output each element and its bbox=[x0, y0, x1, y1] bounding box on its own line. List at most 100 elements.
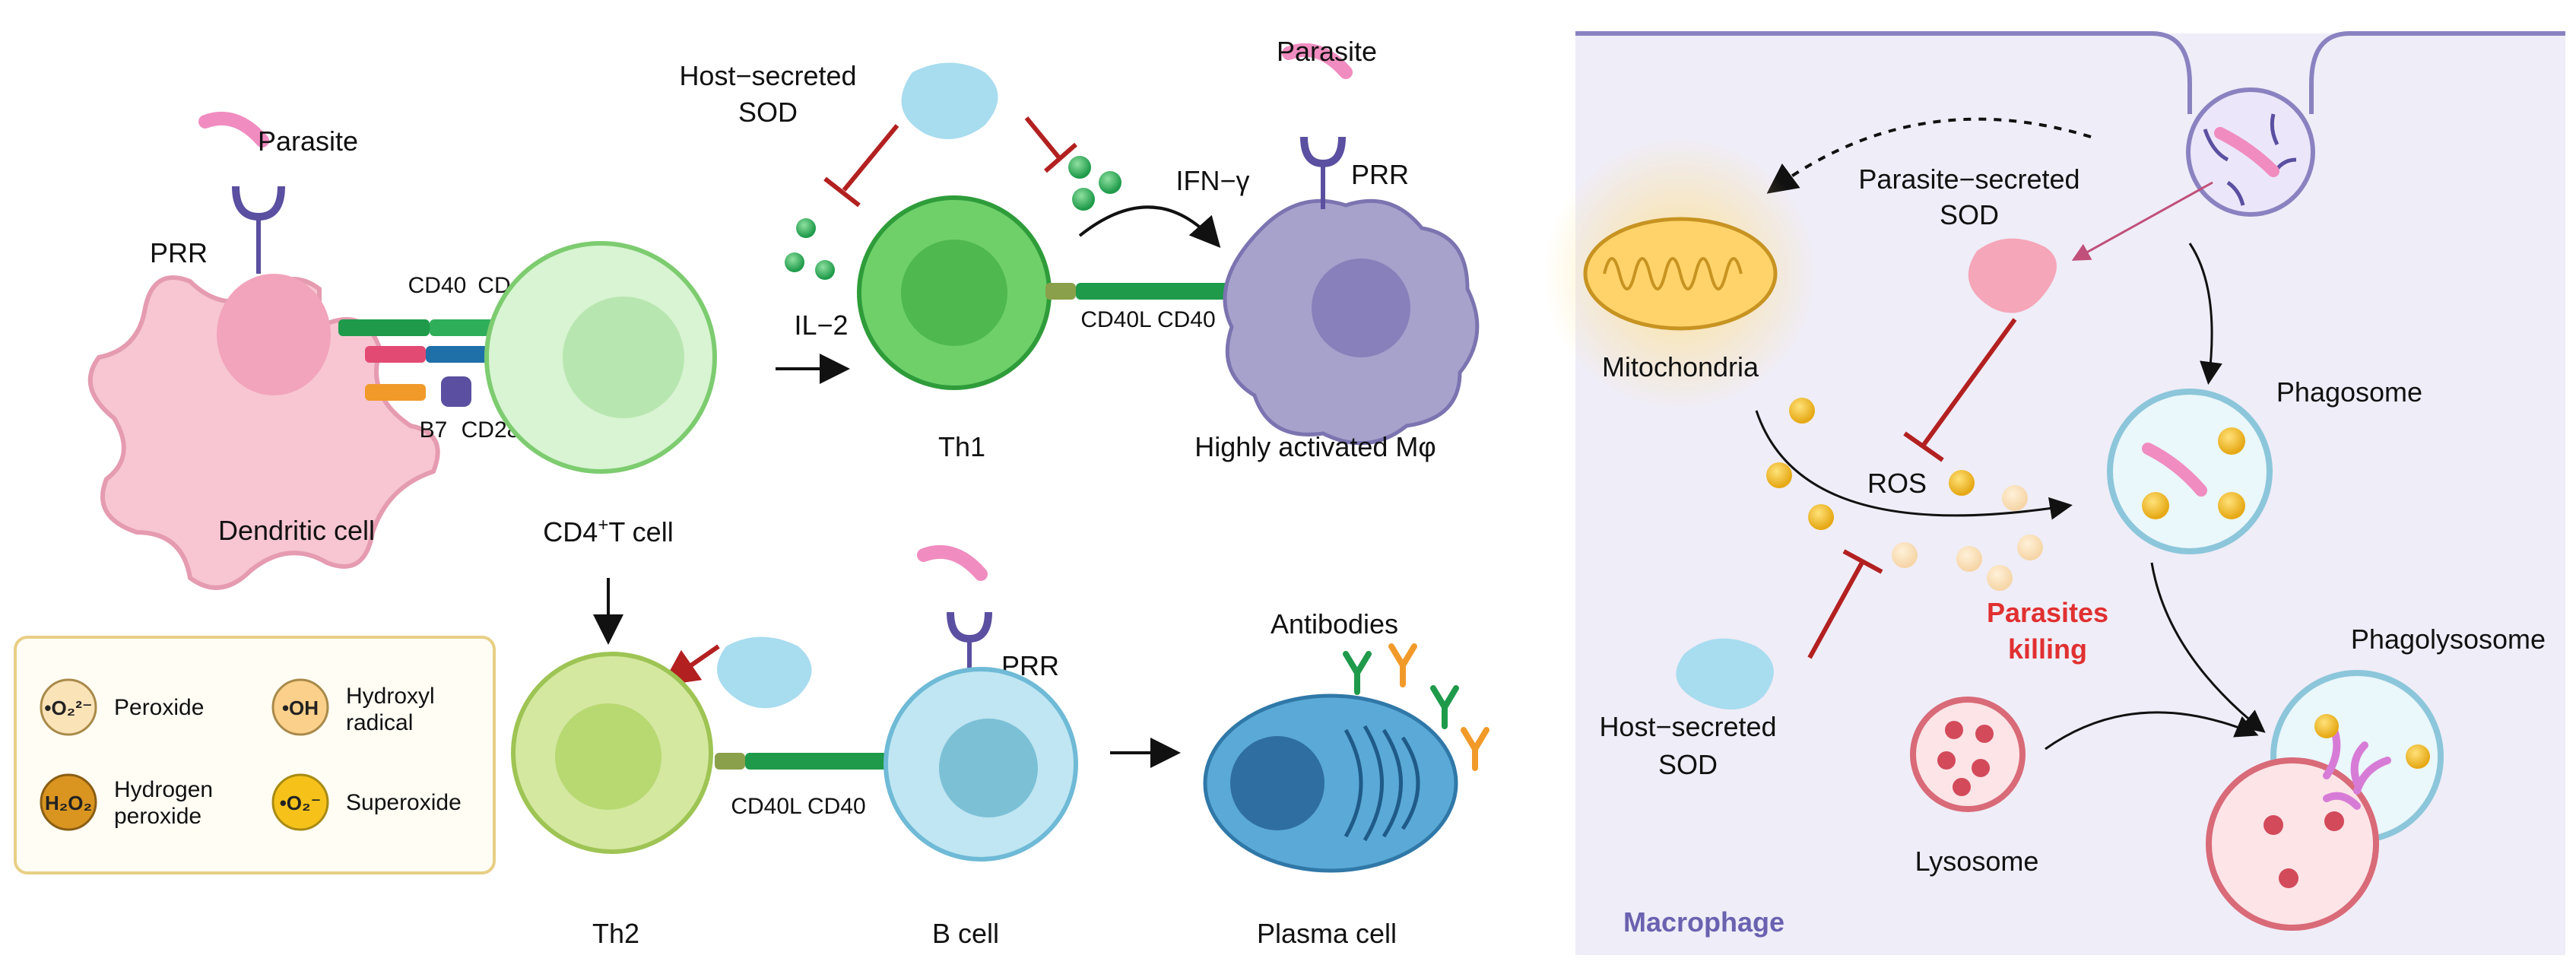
prr-top-label: PRR bbox=[1351, 159, 1409, 190]
macrophage-panel: Parasite−secreted SOD Mitochondria ROS P… bbox=[1543, 31, 2565, 955]
th2-label: Th2 bbox=[592, 918, 639, 949]
bcell-label: B cell bbox=[932, 918, 999, 949]
plasma-label: Plasma cell bbox=[1257, 918, 1397, 949]
ifn-arrow bbox=[1078, 205, 1221, 248]
ros-dot bbox=[1949, 470, 1975, 496]
dendritic-cell-group: Parasite PRR CD40 CD40L B7 CD28 Dendriti… bbox=[87, 111, 549, 590]
host-sod-blob-right bbox=[1676, 638, 1774, 709]
cd40l-cd40-top-label: CD40L CD40 bbox=[1080, 307, 1215, 332]
arrow-lysosome-to-phagolysosome bbox=[2045, 711, 2259, 751]
mitochondria-label: Mitochondria bbox=[1602, 351, 1759, 382]
svg-text:•O₂²⁻: •O₂²⁻ bbox=[44, 697, 92, 719]
activated-macrophage-group: Parasite PRR Highly activated Mφ bbox=[1194, 36, 1480, 462]
svg-text:peroxide: peroxide bbox=[114, 804, 201, 829]
parasite-sod-blob bbox=[1968, 238, 2057, 313]
th1-group: Th1 CD40L CD40 IFN−γ bbox=[857, 165, 1251, 462]
ros-dot bbox=[1789, 398, 1815, 424]
killing-line1: Parasites bbox=[1987, 597, 2108, 628]
ifn-label: IFN−γ bbox=[1175, 165, 1249, 196]
b7-label: B7 bbox=[420, 417, 448, 443]
host-sod-top-group: Host−secreted SOD IL−2 bbox=[679, 60, 1121, 341]
hydroxyl-icon bbox=[271, 678, 329, 736]
antibody-icon bbox=[1343, 651, 1372, 695]
svg-text:Hydrogen: Hydrogen bbox=[114, 777, 213, 802]
th1-label: Th1 bbox=[938, 431, 985, 462]
parasite-sod-line2: SOD bbox=[1940, 199, 1999, 230]
prr-dc bbox=[232, 186, 285, 221]
ros-dot bbox=[2017, 535, 2043, 560]
inhibit-th1-left bbox=[842, 124, 899, 192]
plasma-er bbox=[1344, 725, 1420, 842]
vesicle-receptors bbox=[2203, 113, 2297, 206]
peroxide-icon bbox=[40, 678, 97, 736]
plasma-nucleus bbox=[1230, 736, 1324, 830]
host-sod-top-line1: Host−secreted bbox=[679, 60, 856, 91]
svg-text:H₂O₂: H₂O₂ bbox=[45, 792, 92, 814]
bcell-nucleus bbox=[939, 719, 1038, 817]
th2-nucleus bbox=[555, 703, 661, 810]
vesicle-parasite bbox=[2214, 127, 2279, 177]
th1-nucleus bbox=[901, 240, 1007, 346]
superoxide-icon bbox=[271, 773, 329, 831]
sod-arrow-to-th2 bbox=[661, 644, 720, 686]
pink-arrow bbox=[2071, 181, 2213, 261]
dendritic-nucleus bbox=[217, 274, 331, 395]
phagolysosome-label: Phagolysosome bbox=[2351, 624, 2546, 655]
th2-group: Th2 CD40L CD40 bbox=[511, 636, 897, 949]
mitochondria-cristae bbox=[1603, 257, 1743, 290]
parasite-top-label: Parasite bbox=[1277, 36, 1377, 67]
inhibit-th1-right bbox=[1024, 116, 1063, 161]
ros-label: ROS bbox=[1867, 468, 1927, 499]
b7-receptor bbox=[365, 384, 426, 401]
ros-dot bbox=[1987, 565, 2013, 591]
parasite-bcell bbox=[917, 544, 988, 581]
hydrogen-peroxide-icon bbox=[40, 773, 97, 831]
svg-text:Hydroxyl: Hydroxyl bbox=[346, 684, 435, 709]
ros-dot bbox=[1766, 462, 1792, 488]
cd40-receptor bbox=[338, 319, 430, 336]
antibody-icon bbox=[1388, 643, 1417, 687]
plasma-cell-group: Plasma cell Antibodies bbox=[1203, 608, 1489, 949]
arrow-to-phagosome bbox=[2188, 243, 2222, 385]
host-sod-right-line1: Host−secreted bbox=[1599, 711, 1776, 742]
degraded-parasite bbox=[2323, 726, 2391, 810]
host-sod-inhibit-right bbox=[1807, 560, 1865, 659]
macrophage-left-label: Highly activated Mφ bbox=[1194, 431, 1436, 462]
svg-text:•OH: •OH bbox=[282, 697, 319, 719]
parasite-sod-line1: Parasite−secreted bbox=[1858, 163, 2080, 195]
cd4-nucleus bbox=[563, 297, 684, 418]
ros-dot bbox=[1892, 542, 1918, 568]
dendritic-cell bbox=[87, 275, 440, 590]
dashed-arrow-to-mitochondria bbox=[1766, 117, 2092, 194]
macrophage-label: Macrophage bbox=[1623, 906, 1784, 938]
dendritic-label: Dendritic cell bbox=[218, 515, 375, 546]
macrophage-nucleus bbox=[1312, 259, 1410, 357]
phagosome-parasite bbox=[2142, 443, 2207, 497]
antibodies-label: Antibodies bbox=[1271, 608, 1398, 640]
antibody-icon bbox=[1461, 727, 1489, 771]
host-sod-blob-top bbox=[901, 62, 998, 139]
lysosome-label: Lysosome bbox=[1915, 846, 2039, 877]
ros-dot bbox=[1956, 546, 1982, 572]
svg-text:Peroxide: Peroxide bbox=[114, 695, 204, 720]
il2-label: IL−2 bbox=[794, 309, 848, 341]
cd4-tcell-group: CD4+T cell bbox=[484, 241, 850, 645]
host-sod-right-line2: SOD bbox=[1658, 749, 1718, 780]
killing-line2: killing bbox=[2008, 633, 2087, 665]
cd28-receptor bbox=[441, 376, 471, 407]
antibody-icon bbox=[1430, 685, 1459, 729]
bcell-group: PRR B cell bbox=[884, 544, 1181, 949]
phagolysosome-lower bbox=[2206, 757, 2379, 931]
legend: •O₂²⁻ Peroxide •OH Hydroxyl radical H₂O₂… bbox=[14, 636, 496, 874]
ros-arrow bbox=[1755, 410, 2073, 520]
svg-text:Superoxide: Superoxide bbox=[346, 790, 462, 815]
parasite-sod-inhibit bbox=[1921, 318, 2017, 446]
arrow-to-phagolysosome bbox=[2150, 562, 2266, 733]
cd4-label: CD4+T cell bbox=[543, 515, 673, 547]
phagosome-label: Phagosome bbox=[2276, 376, 2422, 408]
parasite-macrophage bbox=[1282, 43, 1353, 79]
parasite-dc bbox=[198, 111, 269, 148]
ros-dot bbox=[2002, 485, 2028, 511]
ros-dot bbox=[1808, 504, 1834, 530]
